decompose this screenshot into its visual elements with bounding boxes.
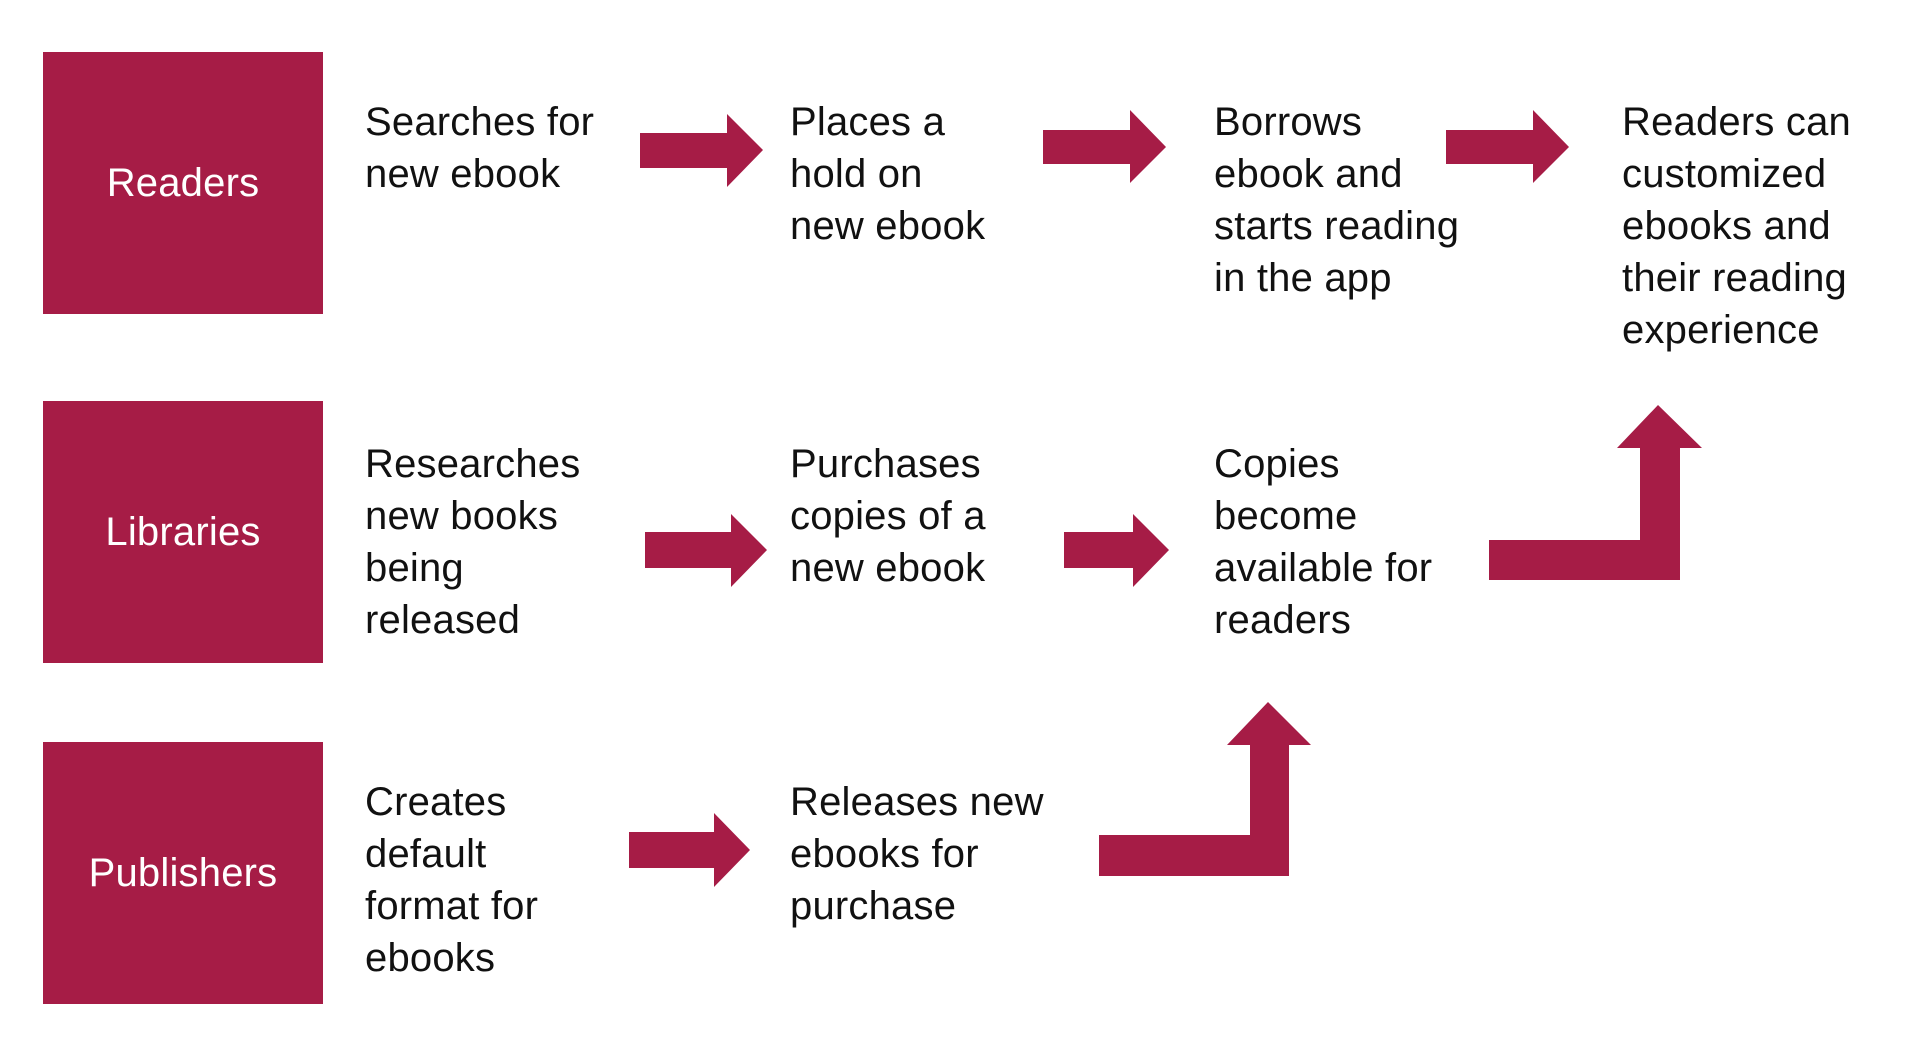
- right-arrow-icon: [1043, 110, 1166, 183]
- publishers-step-release: Releases new ebooks for purchase: [790, 780, 1044, 928]
- role-label-libraries: Libraries: [105, 509, 261, 554]
- libraries-step-available: Copies become available for readers: [1214, 442, 1433, 642]
- libraries-step-research: Researches new books being released: [365, 442, 581, 642]
- right-arrow-icon: [629, 813, 750, 887]
- readers-step-borrow: Borrows ebook and starts reading in the …: [1214, 100, 1460, 300]
- role-box-publishers: Publishers: [43, 742, 323, 1004]
- right-arrow-icon: [1064, 514, 1169, 587]
- right-arrow-icon: [1446, 110, 1569, 183]
- right-arrow-icon: [645, 514, 767, 587]
- right-arrow-icon: [640, 114, 763, 187]
- readers-step-hold: Places a hold on new ebook: [790, 100, 986, 248]
- readers-step-customize: Readers can customized ebooks and their …: [1622, 100, 1851, 352]
- elbow-up-arrow-icon: [1489, 405, 1702, 580]
- role-box-libraries: Libraries: [43, 401, 323, 663]
- readers-step-search: Searches for new ebook: [365, 100, 595, 196]
- role-label-publishers: Publishers: [88, 850, 278, 895]
- publishers-step-create: Creates default format for ebooks: [365, 780, 539, 980]
- role-label-readers: Readers: [106, 160, 260, 205]
- elbow-up-arrow-icon: [1099, 702, 1311, 876]
- role-box-readers: Readers: [43, 52, 323, 314]
- libraries-step-purchase: Purchases copies of a new ebook: [790, 442, 986, 590]
